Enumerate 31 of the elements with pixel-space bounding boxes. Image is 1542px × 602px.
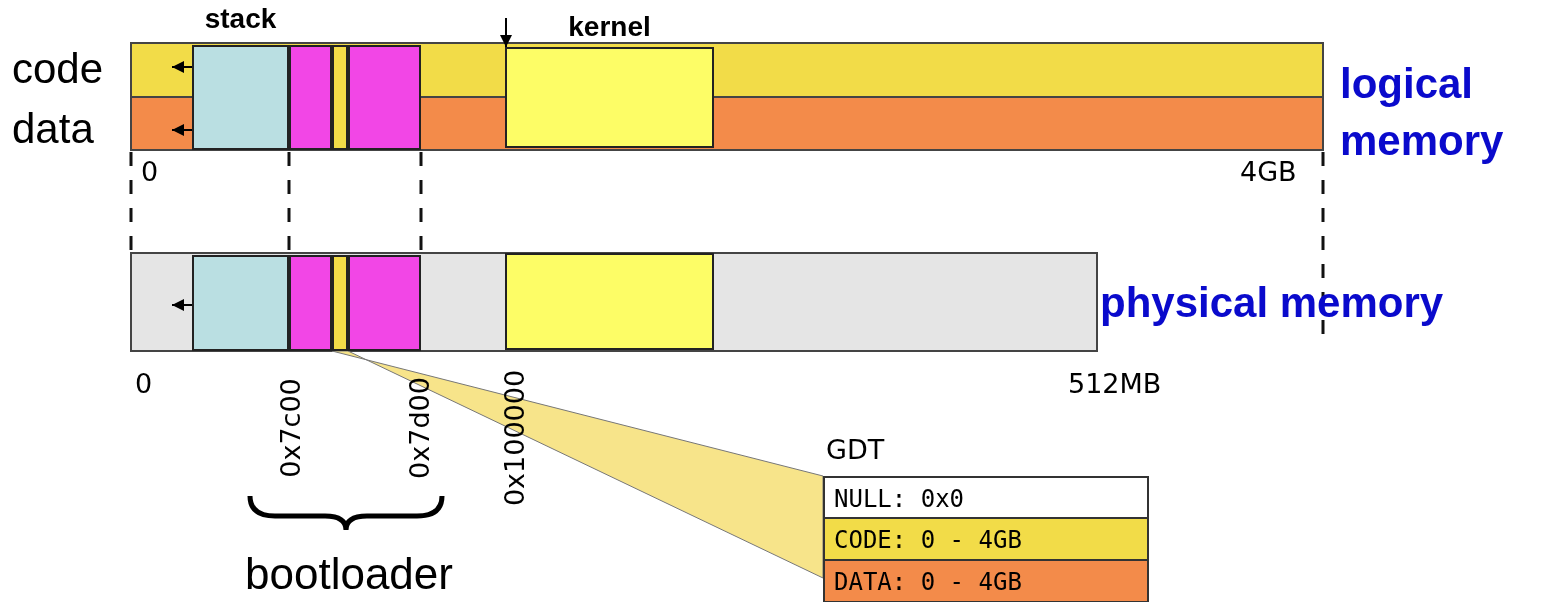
table-row bbox=[823, 519, 1149, 561]
address-label: 512MB bbox=[1068, 370, 1162, 397]
bracket-label: bootloader bbox=[245, 552, 453, 596]
arrow bbox=[500, 17, 512, 48]
address-label: 0x7c00 bbox=[276, 378, 304, 478]
memory-region bbox=[348, 255, 421, 351]
address-label: 0 bbox=[141, 158, 159, 185]
address-label: 0 bbox=[135, 370, 153, 397]
table-cell-text: DATA: 0 - 4GB bbox=[834, 570, 1022, 594]
table-cell-text: CODE: 0 - 4GB bbox=[834, 528, 1022, 552]
region-title: kernel bbox=[568, 13, 651, 41]
memory-title: logical memory bbox=[1340, 59, 1505, 166]
axis-label: data bbox=[12, 108, 94, 150]
table-row bbox=[823, 476, 1149, 519]
region-title: stack bbox=[204, 5, 277, 33]
table-row bbox=[823, 561, 1149, 602]
address-label: 0x100000 bbox=[500, 369, 528, 507]
memory-region bbox=[192, 255, 289, 351]
memory-region bbox=[289, 45, 332, 150]
table-title: GDT bbox=[826, 436, 885, 463]
memory-region bbox=[505, 253, 714, 350]
address-label: 4GB bbox=[1240, 158, 1297, 185]
memory-region bbox=[289, 255, 332, 351]
memory-region bbox=[332, 255, 348, 351]
memory-title: physical memory bbox=[1100, 282, 1444, 324]
address-label: 0x7d00 bbox=[405, 377, 433, 479]
memory-region bbox=[348, 45, 421, 150]
zoom-callout-wedge bbox=[331, 350, 824, 579]
axis-label: code bbox=[12, 48, 104, 90]
memory-region bbox=[332, 45, 348, 150]
table-cell-text: NULL: 0x0 bbox=[834, 487, 965, 511]
